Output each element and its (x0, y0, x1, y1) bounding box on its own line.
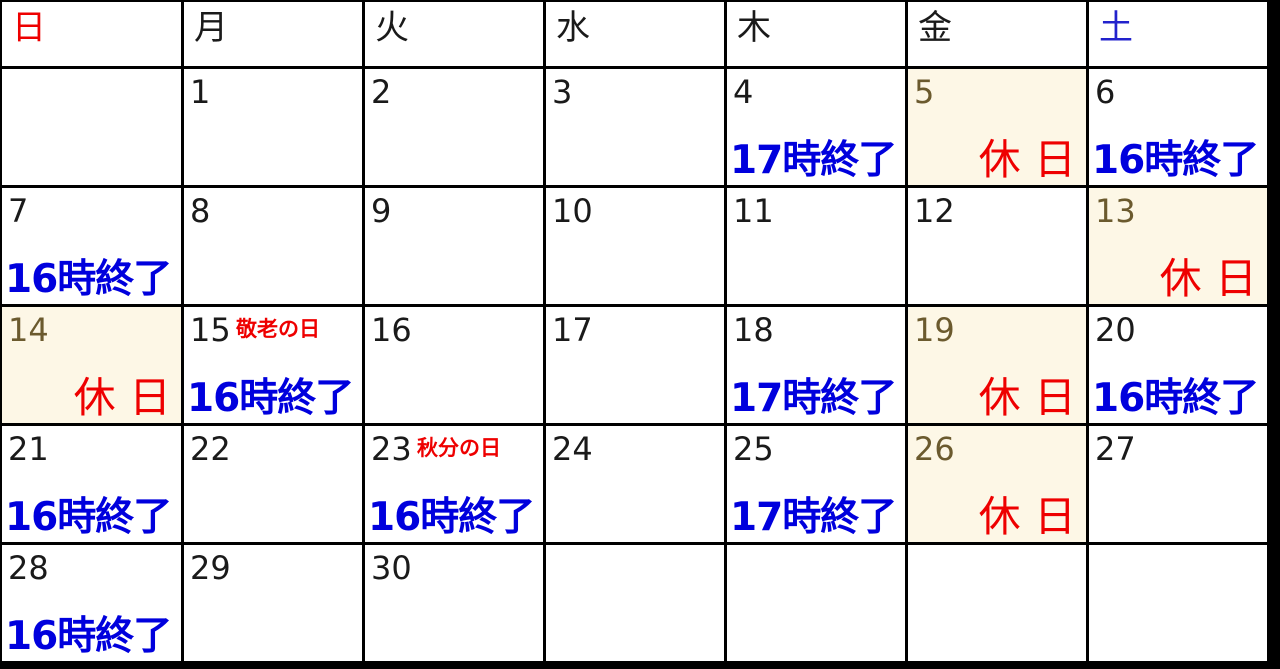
day-cell-2: 2 (365, 69, 543, 185)
closed-day-label: 休 日 (73, 373, 171, 422)
day-cell-24: 24 (546, 426, 724, 542)
day-cell-1: 1 (184, 69, 362, 185)
day-number: 11 (733, 192, 774, 230)
weekday-header-wed: 水 (546, 2, 724, 66)
day-number: 23 (371, 430, 412, 468)
day-number: 8 (190, 192, 211, 230)
day-cell-4: 4 17時終了 (727, 69, 905, 185)
day-number: 6 (1095, 73, 1116, 111)
day-number: 13 (1095, 192, 1136, 230)
weekday-header-tue: 火 (365, 2, 543, 66)
day-number: 5 (914, 73, 935, 111)
weekday-header-sat: 土 (1089, 2, 1267, 66)
day-cell-12: 12 (908, 188, 1086, 304)
day-number: 12 (914, 192, 955, 230)
empty-day-cell (2, 69, 181, 185)
day-cell-13: 13 休 日 (1089, 188, 1267, 304)
empty-day-cell (727, 545, 905, 661)
day-cell-11: 11 (727, 188, 905, 304)
weekday-header-sun: 日 (2, 2, 181, 66)
day-cell-8: 8 (184, 188, 362, 304)
weekday-label: 火 (375, 8, 409, 48)
closed-day-label: 休 日 (978, 135, 1076, 184)
weekday-label: 月 (194, 8, 228, 48)
weekday-label: 土 (1099, 8, 1133, 48)
weekday-label: 日 (12, 8, 46, 48)
day-cell-18: 18 17時終了 (727, 307, 905, 423)
day-cell-3: 3 (546, 69, 724, 185)
day-cell-25: 25 17時終了 (727, 426, 905, 542)
weekday-header-mon: 月 (184, 2, 362, 66)
empty-day-cell (546, 545, 724, 661)
public-holiday-name: 敬老の日 (236, 317, 320, 341)
day-cell-9: 9 (365, 188, 543, 304)
day-cell-14: 14 休 日 (2, 307, 181, 423)
day-number: 21 (8, 430, 49, 468)
day-number: 30 (371, 549, 412, 587)
weekday-label: 金 (918, 8, 952, 48)
closing-time-note: 16時終了 (5, 257, 172, 302)
day-number: 27 (1095, 430, 1136, 468)
day-number: 15 (190, 311, 231, 349)
closing-time-note: 16時終了 (187, 376, 354, 421)
day-cell-22: 22 (184, 426, 362, 542)
day-number: 19 (914, 311, 955, 349)
weekday-label: 木 (737, 8, 771, 48)
day-number: 7 (8, 192, 29, 230)
empty-day-cell (1089, 545, 1267, 661)
day-number: 25 (733, 430, 774, 468)
day-cell-21: 21 16時終了 (2, 426, 181, 542)
day-number: 1 (190, 73, 211, 111)
day-number: 2 (371, 73, 392, 111)
day-number: 22 (190, 430, 231, 468)
day-cell-26: 26 休 日 (908, 426, 1086, 542)
day-number: 20 (1095, 311, 1136, 349)
closed-day-label: 休 日 (978, 373, 1076, 422)
day-cell-16: 16 (365, 307, 543, 423)
closing-time-note: 16時終了 (5, 495, 172, 540)
day-number: 3 (552, 73, 573, 111)
day-number: 10 (552, 192, 593, 230)
closing-time-note: 17時終了 (730, 138, 897, 183)
weekday-header-thu: 木 (727, 2, 905, 66)
closing-time-note: 17時終了 (730, 495, 897, 540)
day-number: 29 (190, 549, 231, 587)
closed-day-label: 休 日 (978, 492, 1076, 541)
day-cell-28: 28 16時終了 (2, 545, 181, 661)
day-number: 4 (733, 73, 754, 111)
day-number: 17 (552, 311, 593, 349)
day-number: 28 (8, 549, 49, 587)
closed-day-label: 休 日 (1159, 254, 1257, 303)
weekday-label: 水 (556, 8, 590, 48)
day-cell-5: 5 休 日 (908, 69, 1086, 185)
day-cell-29: 29 (184, 545, 362, 661)
closing-time-note: 16時終了 (1092, 138, 1259, 183)
day-number: 24 (552, 430, 593, 468)
day-number: 26 (914, 430, 955, 468)
day-cell-27: 27 (1089, 426, 1267, 542)
day-cell-6: 6 16時終了 (1089, 69, 1267, 185)
day-cell-17: 17 (546, 307, 724, 423)
closing-time-note: 17時終了 (730, 376, 897, 421)
empty-day-cell (908, 545, 1086, 661)
day-number: 18 (733, 311, 774, 349)
closing-time-note: 16時終了 (5, 614, 172, 659)
day-cell-10: 10 (546, 188, 724, 304)
day-cell-7: 7 16時終了 (2, 188, 181, 304)
day-cell-20: 20 16時終了 (1089, 307, 1267, 423)
closing-time-note: 16時終了 (1092, 376, 1259, 421)
day-cell-19: 19 休 日 (908, 307, 1086, 423)
closing-time-note: 16時終了 (368, 495, 535, 540)
weekday-header-fri: 金 (908, 2, 1086, 66)
day-cell-30: 30 (365, 545, 543, 661)
day-number: 9 (371, 192, 392, 230)
day-number: 14 (8, 311, 49, 349)
day-number: 16 (371, 311, 412, 349)
public-holiday-name: 秋分の日 (417, 436, 501, 460)
